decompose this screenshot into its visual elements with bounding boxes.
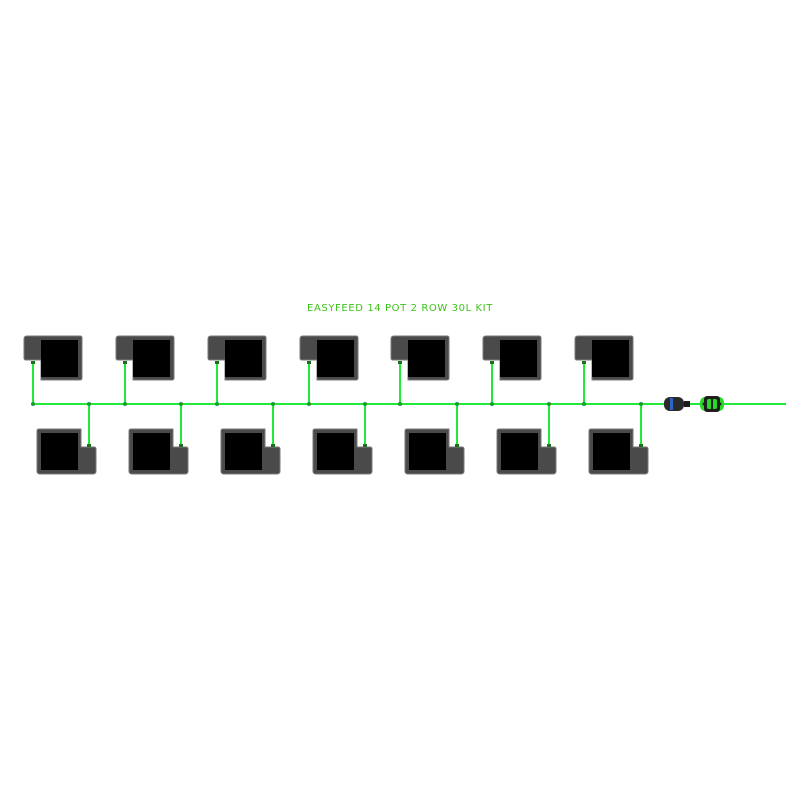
- pot-bottom-3: [220, 428, 281, 475]
- pot-reservoir: [41, 340, 78, 377]
- pot-bottom-2: [128, 428, 189, 475]
- drip-nozzle-icon: [490, 361, 494, 364]
- pot-reservoir: [408, 340, 445, 377]
- drip-nozzle-icon: [547, 444, 551, 447]
- pot-top-1: [23, 335, 83, 381]
- pot-reservoir: [41, 433, 78, 470]
- drip-nozzle-icon: [179, 444, 183, 447]
- pot-top-7: [574, 335, 634, 381]
- drip-nozzle-icon: [639, 444, 643, 447]
- drip-nozzle-icon: [455, 444, 459, 447]
- hose-connector-icon: [664, 397, 690, 411]
- tee-fitting: [490, 402, 494, 406]
- pot-top-5: [390, 335, 450, 381]
- tee-fitting: [215, 402, 219, 406]
- drip-nozzle-icon: [87, 444, 91, 447]
- drip-nozzle-icon: [363, 444, 367, 447]
- fittings: [31, 361, 724, 447]
- pot-top-3: [207, 335, 267, 381]
- tee-fitting: [307, 402, 311, 406]
- pot-bottom-6: [496, 428, 557, 475]
- pot-reservoir: [225, 433, 262, 470]
- drip-nozzle-icon: [215, 361, 219, 364]
- tap-valve-icon: [700, 396, 724, 412]
- drip-nozzle-icon: [271, 444, 275, 447]
- tee-fitting: [455, 402, 459, 406]
- tee-fitting: [123, 402, 127, 406]
- pot-top-4: [299, 335, 359, 381]
- tee-fitting: [398, 402, 402, 406]
- pot-reservoir: [409, 433, 446, 470]
- drip-nozzle-icon: [398, 361, 402, 364]
- pot-reservoir: [317, 433, 354, 470]
- pot-bottom-7: [588, 428, 649, 475]
- drip-nozzle-icon: [31, 361, 35, 364]
- tee-fitting: [582, 402, 586, 406]
- pot-reservoir: [501, 433, 538, 470]
- pot-top-2: [115, 335, 175, 381]
- pot-reservoir: [225, 340, 262, 377]
- pot-top-6: [482, 335, 542, 381]
- drip-nozzle-icon: [307, 361, 311, 364]
- tee-fitting: [271, 402, 275, 406]
- drip-nozzle-icon: [582, 361, 586, 364]
- pot-reservoir: [593, 433, 630, 470]
- pot-reservoir: [592, 340, 629, 377]
- tee-fitting: [87, 402, 91, 406]
- tee-fitting: [639, 402, 643, 406]
- pot-reservoir: [133, 340, 170, 377]
- tee-fitting: [547, 402, 551, 406]
- diagram-title: EASYFEED 14 POT 2 ROW 30L KIT: [307, 303, 493, 314]
- pot-bottom-5: [404, 428, 465, 475]
- pot-reservoir: [317, 340, 354, 377]
- tee-fitting: [179, 402, 183, 406]
- tee-fitting: [31, 402, 35, 406]
- drip-nozzle-icon: [123, 361, 127, 364]
- pot-bottom-1: [36, 428, 97, 475]
- tee-fitting: [363, 402, 367, 406]
- pot-bottom-4: [312, 428, 373, 475]
- pot-reservoir: [500, 340, 537, 377]
- pot-reservoir: [133, 433, 170, 470]
- feed-lines: [32, 362, 786, 446]
- pots: [23, 335, 649, 475]
